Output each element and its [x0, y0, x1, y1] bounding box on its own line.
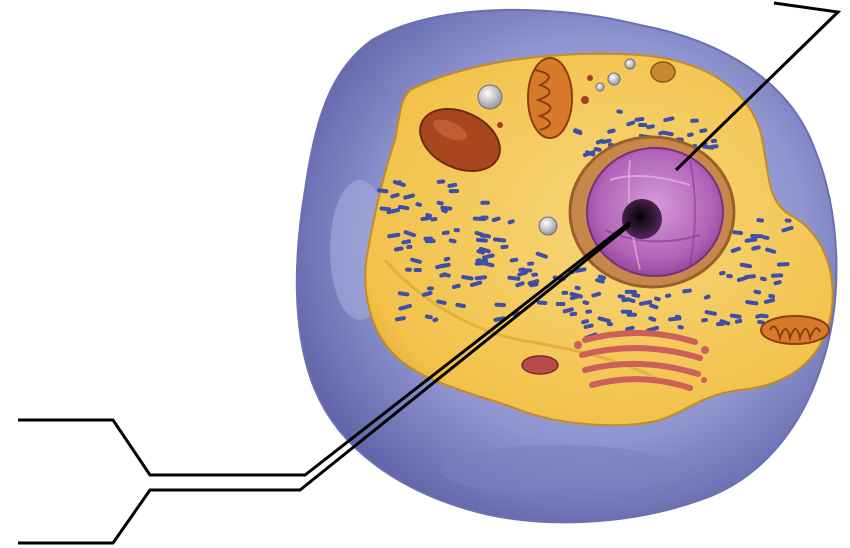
- er-segment: [625, 290, 637, 294]
- er-segment: [690, 118, 699, 122]
- er-segment: [750, 234, 763, 238]
- er-segment: [537, 300, 548, 305]
- mitochondrion-right: [761, 316, 829, 344]
- er-segment: [473, 217, 487, 222]
- er-segment: [556, 302, 566, 306]
- er-segment: [494, 302, 506, 307]
- er-segment: [777, 262, 790, 267]
- er-segment: [449, 189, 460, 193]
- er-segment: [425, 239, 436, 243]
- er-segment: [454, 228, 461, 232]
- er-segment: [405, 267, 412, 271]
- er-segment: [638, 123, 647, 127]
- er-segment: [561, 291, 568, 295]
- er-segment: [621, 310, 633, 314]
- er-segment: [480, 201, 490, 205]
- er-segment: [771, 273, 784, 278]
- mitochondrion-top: [528, 58, 572, 138]
- nucleolus: [622, 199, 662, 239]
- er-segment: [726, 274, 733, 278]
- er-segment: [427, 286, 434, 290]
- er-segment: [522, 268, 532, 272]
- er-segment: [531, 272, 538, 276]
- er-segment: [414, 268, 422, 272]
